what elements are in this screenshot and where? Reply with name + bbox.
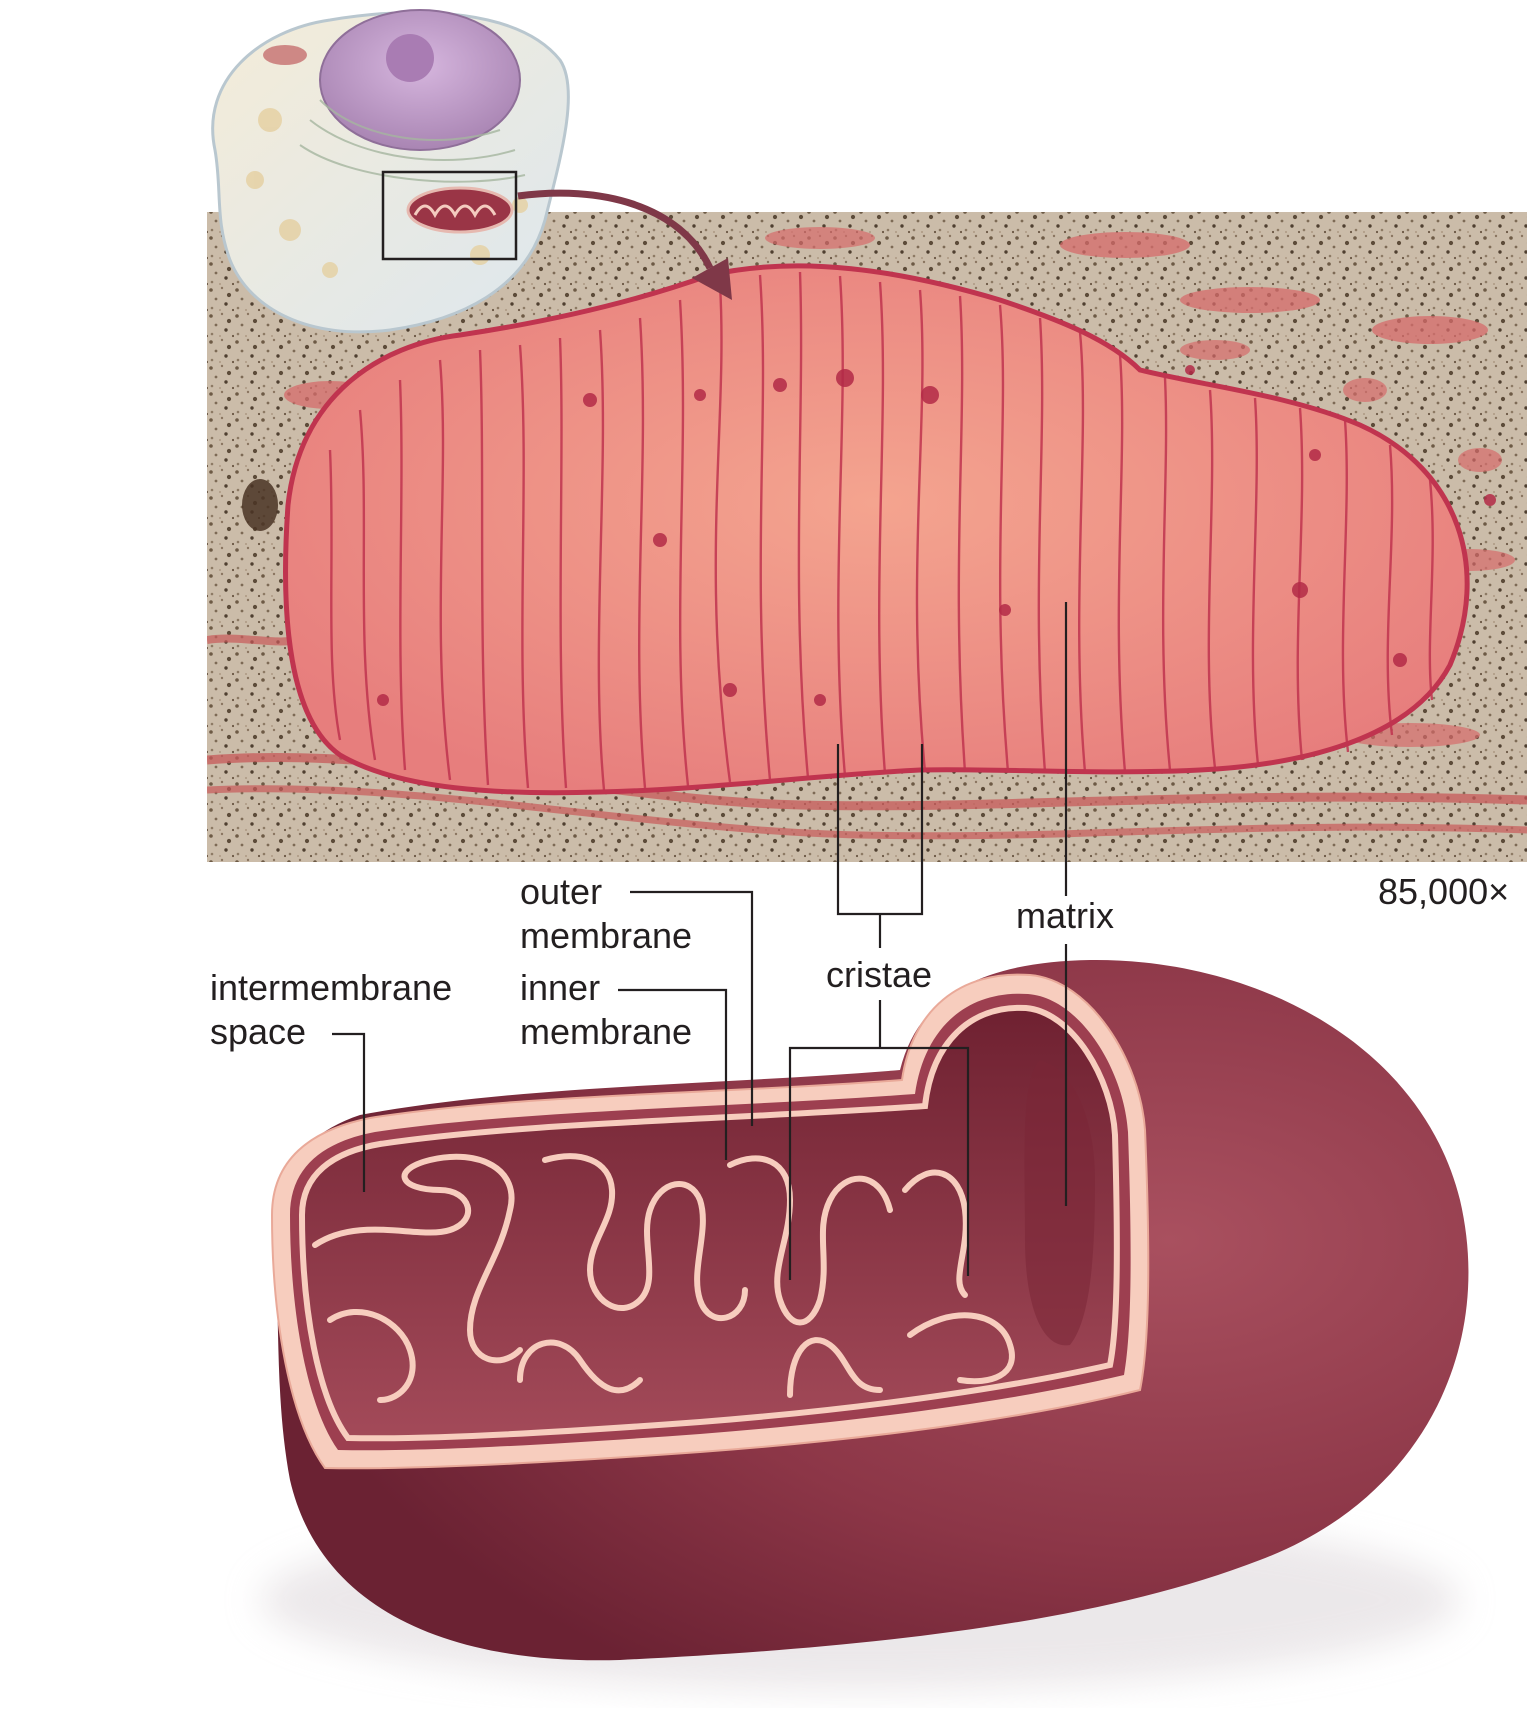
magnification-label: 85,000×	[1378, 871, 1509, 912]
matrix-label: matrix	[1016, 895, 1114, 936]
label-cristae: cristae	[788, 744, 970, 1280]
label-outer-membrane: outer membrane	[520, 871, 754, 1126]
micrograph-mitochondrion	[283, 263, 1470, 796]
inner-membrane-line-2: membrane	[520, 1011, 692, 1052]
electron-micrograph	[207, 212, 1527, 862]
outer-membrane-line-1: outer	[520, 871, 602, 912]
intermembrane-space-line-2: space	[210, 1011, 306, 1052]
inner-membrane-line-1: inner	[520, 967, 600, 1008]
zoom-arrow-head	[692, 258, 732, 300]
label-matrix: matrix	[1016, 602, 1114, 1206]
zoom-arrow	[517, 189, 714, 270]
label-inner-membrane: inner membrane	[520, 967, 728, 1160]
outer-membrane-line-2: membrane	[520, 915, 692, 956]
cell-inset	[211, 9, 570, 334]
mitochondrion-model	[260, 959, 1469, 1690]
inner-membrane	[298, 1004, 1120, 1442]
label-intermembrane-space: intermembrane space	[210, 967, 452, 1192]
matrix-region	[1024, 1060, 1095, 1346]
cristae-label: cristae	[826, 954, 932, 995]
intermembrane-space-line-1: intermembrane	[210, 967, 452, 1008]
zoom-box	[381, 170, 518, 261]
